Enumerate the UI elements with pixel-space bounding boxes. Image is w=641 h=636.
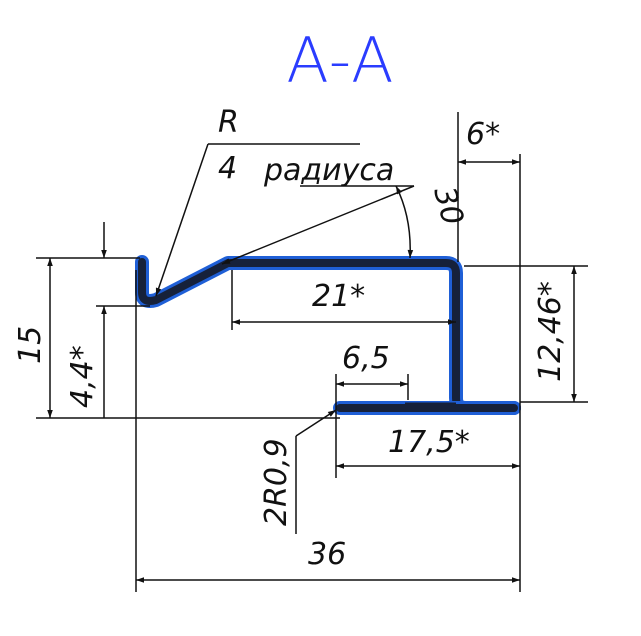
radius-leader-1: [155, 143, 209, 297]
radius-value: 4: [218, 151, 237, 186]
dim-width-mid: 21*: [312, 279, 365, 314]
dimension-lines: [47, 159, 577, 583]
dim-height-total: 15: [13, 326, 48, 364]
dim-width-top: 6*: [466, 117, 500, 152]
dim-height-lip: 4,4*: [65, 345, 100, 408]
dim-angle: 30: [426, 183, 470, 229]
section-title: А-А: [286, 24, 393, 97]
dim-width-total: 36: [308, 537, 346, 572]
dim-height-right: 12,46*: [533, 281, 568, 382]
profile-shape: [135, 255, 521, 415]
dim-width-bottom: 17,5*: [388, 425, 470, 460]
radius-label-top: R: [218, 105, 239, 140]
leader-lines: [155, 143, 415, 534]
dim-arc-30: [395, 185, 414, 259]
bend-leader: [295, 409, 337, 437]
dim-width-step: 6,5: [342, 341, 390, 376]
dim-radius-bend: 2R0,9: [259, 438, 294, 526]
radius-note: радиуса: [263, 153, 394, 188]
radius-leader-2: [221, 185, 415, 265]
